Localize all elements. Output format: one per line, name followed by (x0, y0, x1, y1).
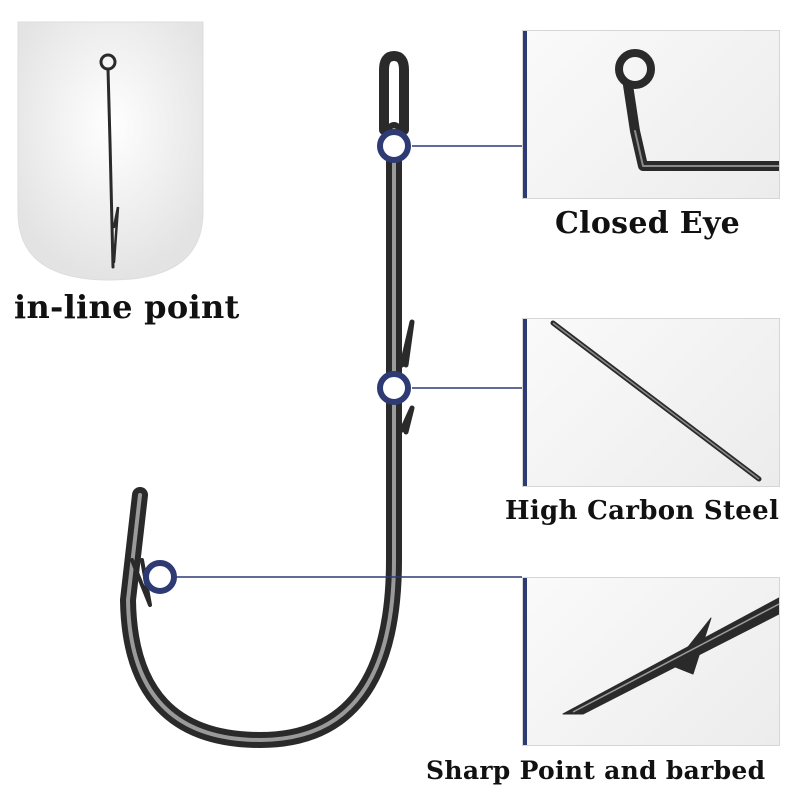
inline-point-inset (17, 21, 204, 282)
inline-point-oval (17, 21, 204, 281)
ring-marker-icon (377, 129, 411, 163)
small-hook-icon (99, 53, 120, 269)
inline-point-label: in-line point (14, 288, 240, 326)
sharp-point-label: Sharp Point and barbed (426, 756, 766, 785)
closed-eye-icon (615, 49, 779, 171)
barbed-point-icon (562, 597, 779, 715)
closed-eye-panel (522, 30, 780, 199)
steel-wire-icon (550, 320, 762, 482)
high-carbon-steel-label: High Carbon Steel (505, 496, 780, 526)
fishhook-icon (120, 51, 415, 748)
high-carbon-steel-panel (522, 318, 780, 487)
sharp-point-panel (522, 577, 780, 746)
ring-marker-icon (143, 560, 177, 594)
closed-eye-label: Closed Eye (555, 206, 741, 241)
ring-marker-icon (377, 371, 411, 405)
